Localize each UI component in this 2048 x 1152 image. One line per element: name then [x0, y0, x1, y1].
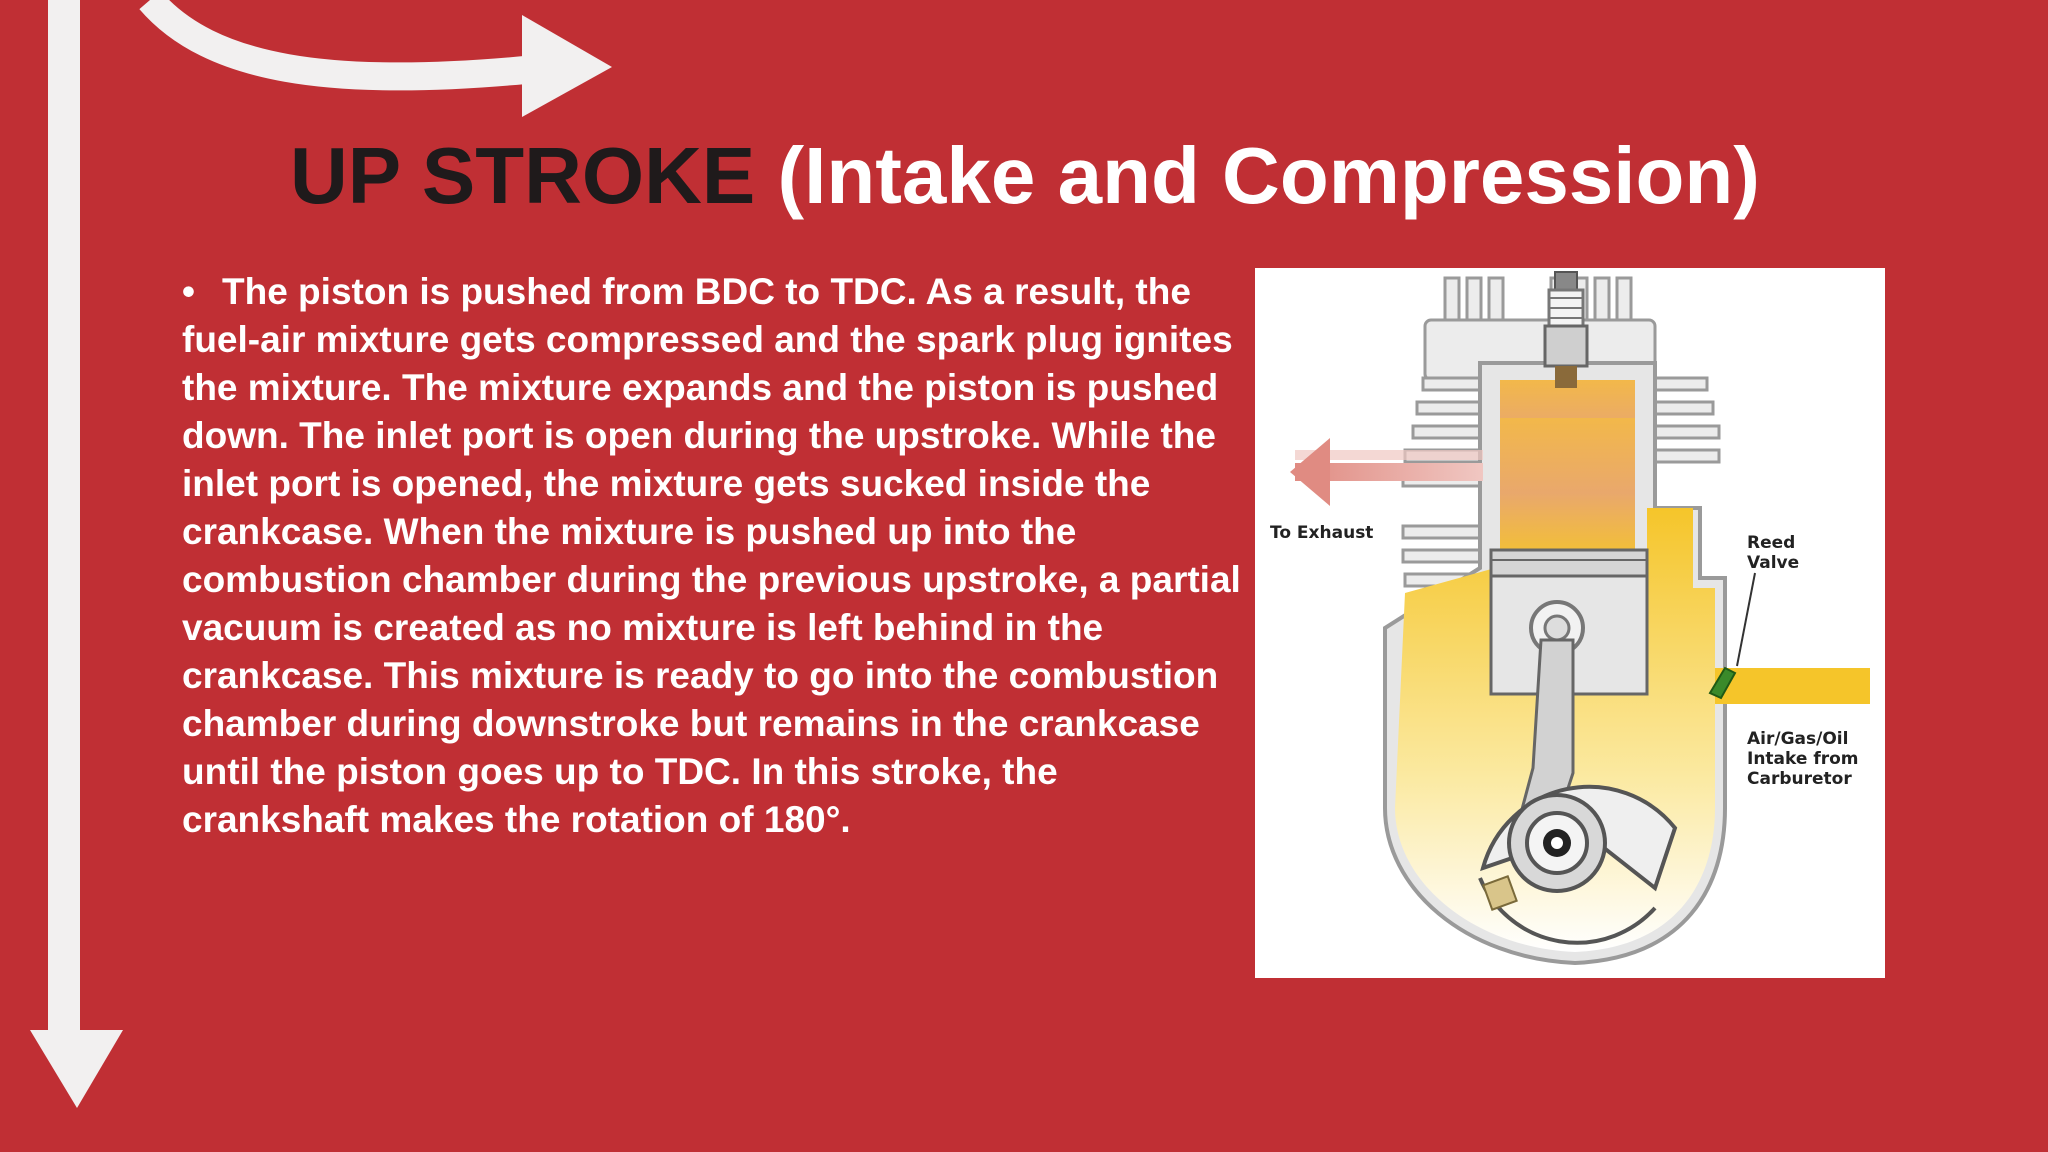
engine-diagram: To Exhaust: [1255, 268, 1885, 978]
slide-title: UP STROKE (Intake and Compression): [290, 128, 1990, 224]
intake-port: [1715, 668, 1870, 704]
body-line: combustion chamber during the previous u…: [182, 559, 1241, 600]
label-intake-3: Carburetor: [1747, 769, 1852, 789]
crankshaft-hub: [1507, 793, 1607, 893]
label-exhaust: To Exhaust: [1270, 523, 1373, 543]
body-line: until the piston goes up to TDC. In this…: [182, 751, 1058, 792]
label-intake-1: Air/Gas/Oil: [1747, 729, 1848, 749]
body-line: crankcase. When the mixture is pushed up…: [182, 511, 1077, 552]
body-line: vacuum is created as no mixture is left …: [182, 607, 1104, 648]
body-line: chamber during downstroke but remains in…: [182, 703, 1200, 744]
exhaust-arrow: [1290, 438, 1483, 506]
title-subtitle: (Intake and Compression): [777, 131, 1760, 220]
body-line: the mixture. The mixture expands and the…: [182, 367, 1219, 408]
bullet-icon: •: [182, 271, 195, 312]
body-line: fuel-air mixture gets compressed and the…: [182, 319, 1233, 360]
down-arrow-icon: [30, 0, 123, 1108]
engine-diagram-svg: To Exhaust: [1270, 271, 1870, 966]
body-line: down. The inlet port is open during the …: [182, 415, 1216, 456]
title-main: UP STROKE: [290, 131, 756, 220]
label-reed-1: Reed: [1747, 533, 1795, 553]
reed-valve-icon: [1708, 666, 1737, 700]
label-intake-2: Intake from: [1747, 749, 1859, 769]
body-text-box: • The piston is pushed from BDC to TDC. A…: [182, 268, 1255, 848]
bullet-paragraph: • The piston is pushed from BDC to TDC. A…: [182, 268, 1255, 844]
label-reed-2: Valve: [1747, 553, 1799, 573]
spark-plug-icon: [1543, 271, 1589, 388]
body-line: crankshaft makes the rotation of 180°.: [182, 799, 851, 840]
body-line: inlet port is opened, the mixture gets s…: [182, 463, 1151, 504]
body-line: crankcase. This mixture is ready to go i…: [182, 655, 1219, 696]
curved-arrow-icon: [139, 0, 612, 117]
body-line: The piston is pushed from BDC to TDC. As…: [222, 271, 1191, 312]
